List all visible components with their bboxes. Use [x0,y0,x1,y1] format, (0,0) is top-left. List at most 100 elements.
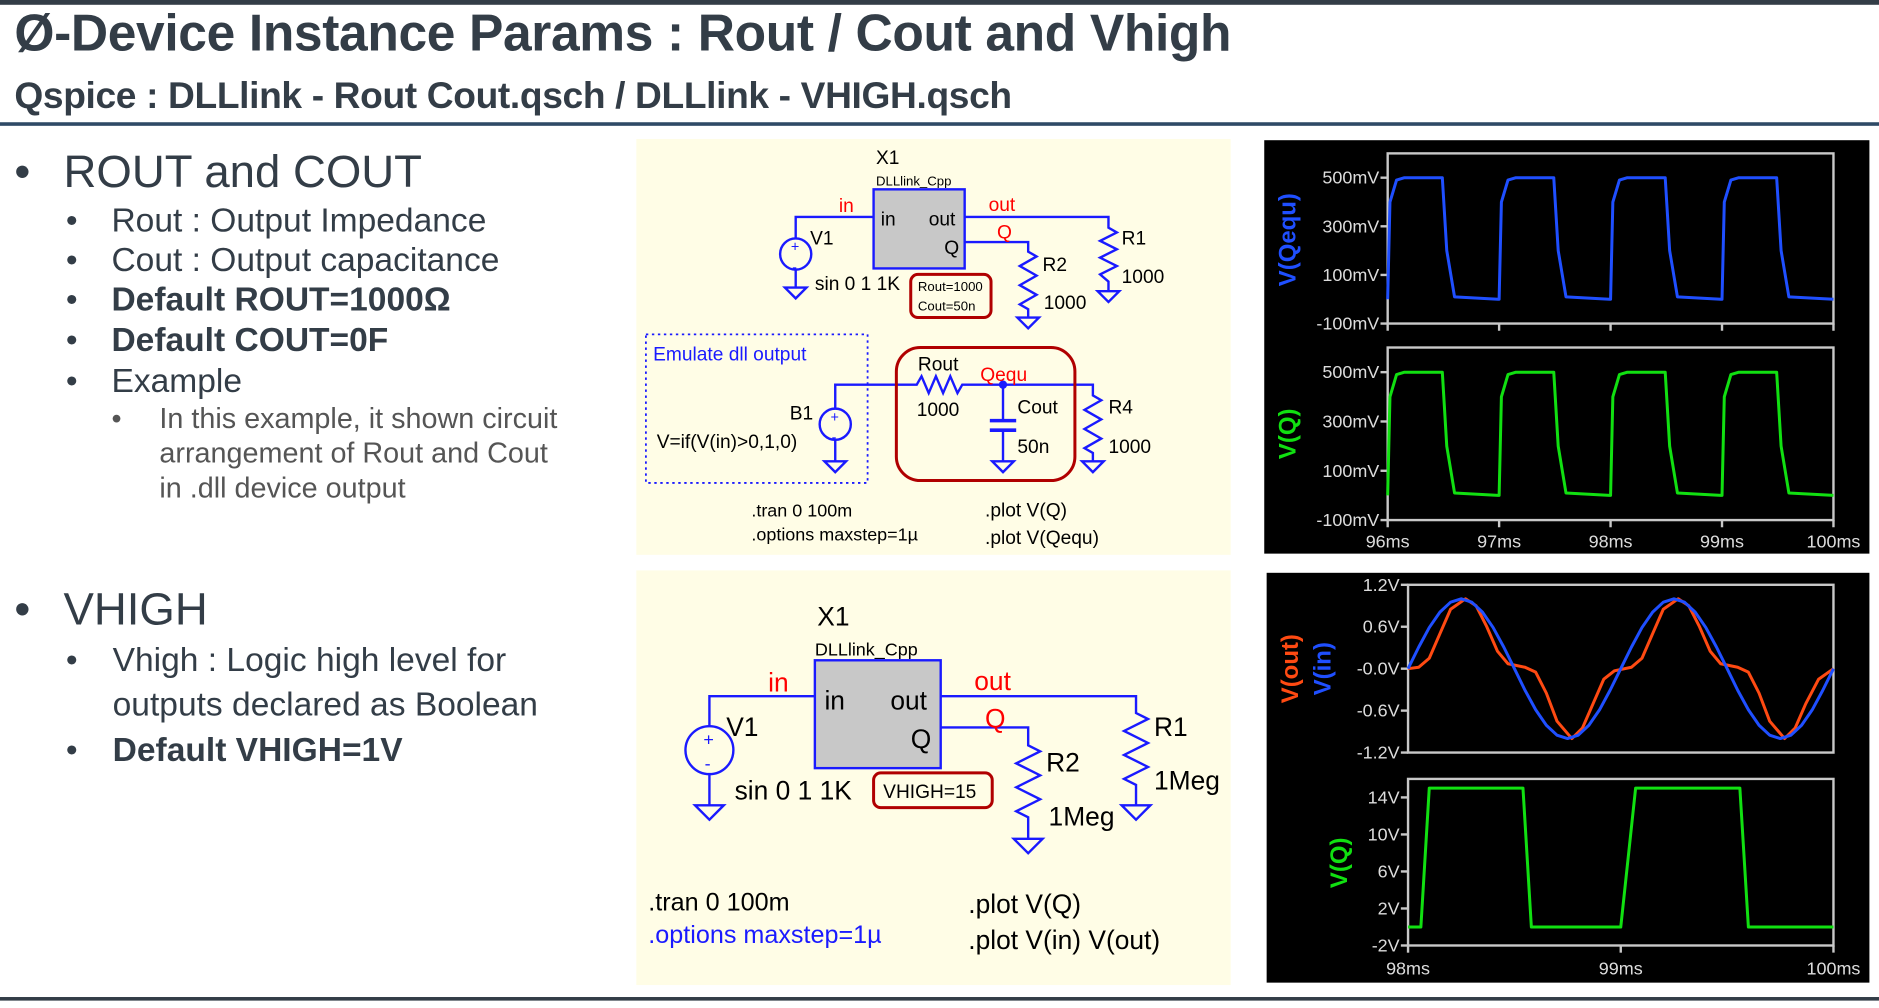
model-label: DLLlink_Cpp [815,639,918,660]
trace-label: V(Qequ) [1275,193,1302,286]
v1-value: sin 0 1 1K [815,274,900,295]
x-tick-label: 99ms [1599,958,1643,978]
instance-label: X1 [876,148,899,169]
model-label: DLLlink_Cpp [876,174,951,189]
example-line-1: In this example, it shown circuit [159,402,558,435]
y-tick-label: -1.2V [1357,743,1400,763]
emulate-dll-box [645,333,869,484]
y-tick-label: 100mV [1322,461,1379,481]
net-label-in: in [768,667,789,697]
bullet-vhigh-desc-2: outputs declared as Boolean [112,685,538,723]
bullet-dot: • [14,147,31,198]
dll-block[interactable] [872,188,966,270]
bullet-rout: Rout : Output Impedance [111,201,487,239]
y-tick-label: -100mV [1316,510,1379,530]
bullet-dot: • [65,321,78,359]
net-label-q: Q [985,703,1006,733]
r4-value: 1000 [1108,437,1151,458]
plot-directive-2: .plot V(in) V(out) [968,925,1160,955]
y-tick-label: 500mV [1322,168,1379,188]
r1-label: R1 [1122,228,1147,249]
rout-label: Rout [918,354,959,375]
options-directive: .options maxstep=1µ [751,524,918,544]
y-tick-label: 300mV [1322,216,1379,236]
bullet-dot: • [65,641,78,679]
dll-block[interactable] [813,659,942,770]
pin-out: out [929,209,956,230]
x-tick-label: 97ms [1477,532,1521,552]
resistor-r2-icon[interactable] [964,240,1039,318]
pin-q: Q [911,724,932,754]
cout-label: Cout [1017,397,1058,418]
b1-label: B1 [790,403,813,424]
r2-label: R2 [1043,255,1068,276]
v1-label: V1 [810,228,833,249]
schematic-panel-vhigh [636,570,1231,986]
bullet-rout-cout: ROUT and COUT [63,147,422,198]
bullet-dot: • [65,361,78,400]
plot-directive-2: .plot V(Qequ) [985,528,1099,549]
y-tick-label: 500mV [1322,362,1379,382]
plus-sign: + [703,729,714,749]
vhigh-param-box [872,771,994,810]
bullet-vhigh-desc-1: Vhigh : Logic high level for [112,641,507,679]
x-tick-label: 100ms [1806,958,1860,978]
y-tick-label: 2V [1378,898,1400,918]
x-tick-label: 99ms [1700,532,1744,552]
v1-value: sin 0 1 1K [735,775,853,805]
y-tick-label: 6V [1378,861,1400,881]
y-tick-label: 1.2V [1363,575,1400,595]
pin-in: in [824,685,845,715]
bullet-dot: • [65,201,78,239]
ground-icon [1079,460,1107,474]
cout-value: 50n [1017,437,1049,458]
net-label-in: in [839,196,854,217]
ground-icon [1014,316,1042,331]
bullet-dot: • [65,280,78,318]
trace-label: V(Q) [1326,838,1353,889]
ground-icon [821,460,849,474]
wire-in [794,215,874,239]
trace-v-q [1386,370,1834,497]
net-label-out: out [974,666,1011,696]
resistor-r1-icon[interactable] [940,695,1151,806]
net-label-out: out [989,195,1016,216]
bottom-rule [0,997,1879,1001]
ground-icon [1094,289,1123,304]
bullet-dot: • [65,240,78,279]
trace-v-qequ [1386,176,1834,301]
trace-v-in [1406,597,1835,741]
node-dot [998,380,1008,389]
top-rule [0,0,1879,5]
minus-sign: - [705,753,711,773]
r1-value: 1000 [1122,267,1165,288]
minus-sign: - [832,430,837,446]
ground-icon [782,286,810,301]
example-line-3: in .dll device output [159,472,406,505]
y-tick-label: 14V [1368,787,1400,807]
net-label-q: Q [997,222,1012,243]
x-tick-label: 96ms [1366,532,1410,552]
trace-v-q [1408,786,1834,929]
y-tick-label: 300mV [1322,411,1379,431]
resistor-rout-r4-icon[interactable] [834,373,1104,462]
pin-q: Q [944,238,959,259]
plot-directive-1: .plot V(Q) [968,889,1081,919]
rout-value: 1000 [917,400,960,421]
resistor-r2-icon[interactable] [940,726,1043,839]
param-vhigh: VHIGH=15 [883,782,976,803]
bullet-dot: • [65,730,78,769]
b1-value: V=if(V(in)>0,1,0) [657,432,798,453]
resistor-r1-icon[interactable] [964,215,1120,292]
r4-label: R4 [1108,397,1133,418]
bullet-default-rout: Default ROUT=1000Ω [111,280,451,318]
y-tick-label: 0.6V [1363,617,1400,637]
net-label-qequ: Qequ [980,365,1027,386]
x-tick-label: 98ms [1589,532,1633,552]
example-line-2: arrangement of Rout and Cout [159,437,548,470]
v1-label: V1 [726,712,758,742]
rout-cout-highlight-box [894,346,1077,483]
trace-label: V(Q) [1275,409,1302,460]
